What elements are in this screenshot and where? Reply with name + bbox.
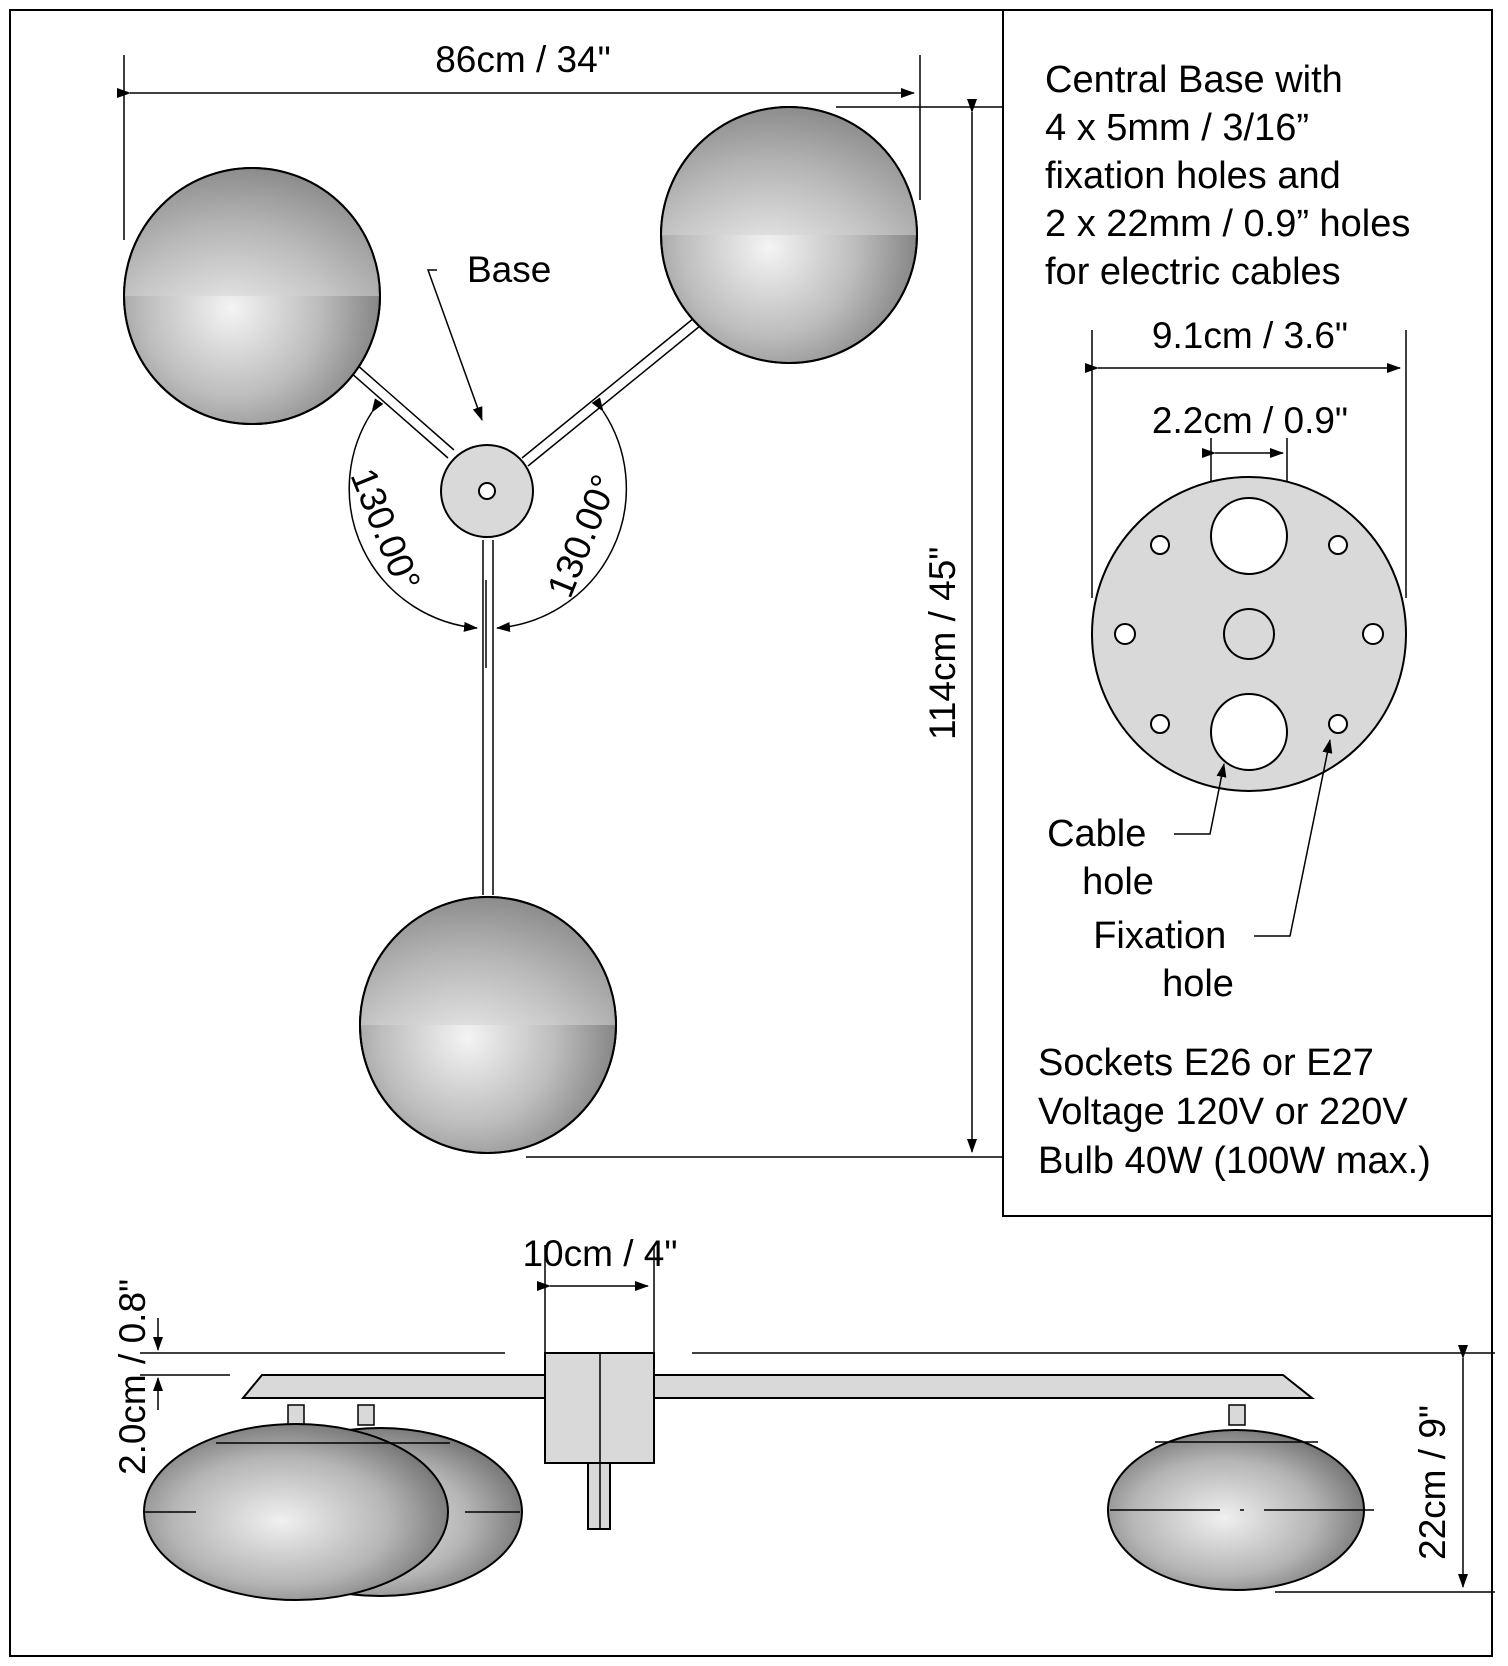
hole-dimension-label: 2.2cm / 0.9": [1152, 400, 1348, 441]
pod-right: [1107, 1429, 1386, 1591]
arms: [349, 317, 701, 895]
base-description: Central Base with 4 x 5mm / 3/16” fixati…: [1045, 59, 1421, 293]
width-dimension-label: 86cm / 34": [435, 39, 611, 80]
side-height-dimension-label: 22cm / 9": [1412, 1405, 1453, 1560]
base-width-dimension-label: 10cm / 4": [522, 1233, 677, 1274]
center-hole: [1223, 608, 1275, 660]
arm-right: [653, 1374, 1315, 1399]
thickness-dimension-label: 2.0cm / 0.8": [112, 1279, 153, 1475]
globe-bottom: [359, 896, 617, 1154]
fixation-hole: [1328, 714, 1348, 734]
outer-frame: [9, 9, 1493, 1657]
side-view: 10cm / 4" 2.0cm / 0.8": [112, 1233, 1495, 1601]
side-base-stem: [587, 1462, 611, 1530]
base-detail: Central Base with 4 x 5mm / 3/16” fixati…: [1038, 59, 1431, 1182]
pod-front-left: [143, 1423, 520, 1601]
height-dimension-label: 114cm / 45": [922, 547, 963, 740]
specs: Sockets E26 or E27 Voltage 120V or 220V …: [1038, 1042, 1431, 1182]
plan-view: 86cm / 34" Base: [117, 39, 1003, 1158]
arm-left: [240, 1374, 569, 1399]
fixation-hole: [1114, 623, 1136, 645]
angle-arc-left: [348, 398, 478, 632]
base-label: Base: [467, 249, 551, 290]
globe-top-left: [123, 167, 381, 425]
fixation-hole-label: Fixation hole: [1093, 915, 1237, 1005]
fixation-hole: [1150, 714, 1170, 734]
angle-label-right: 130.00°: [539, 469, 625, 603]
base-diameter-label: 9.1cm / 3.6": [1152, 315, 1348, 356]
spec-panel-frame: [1002, 10, 1492, 1217]
fixation-hole: [1362, 623, 1384, 645]
cable-hole-top: [1210, 497, 1288, 575]
fixation-hole: [1328, 535, 1348, 555]
fixation-hole: [1150, 535, 1170, 555]
angle-arc-right: [496, 397, 628, 632]
cable-hole-bottom: [1210, 693, 1288, 771]
globe-top-right: [660, 106, 918, 364]
cable-hole-label: Cable hole: [1047, 813, 1157, 903]
